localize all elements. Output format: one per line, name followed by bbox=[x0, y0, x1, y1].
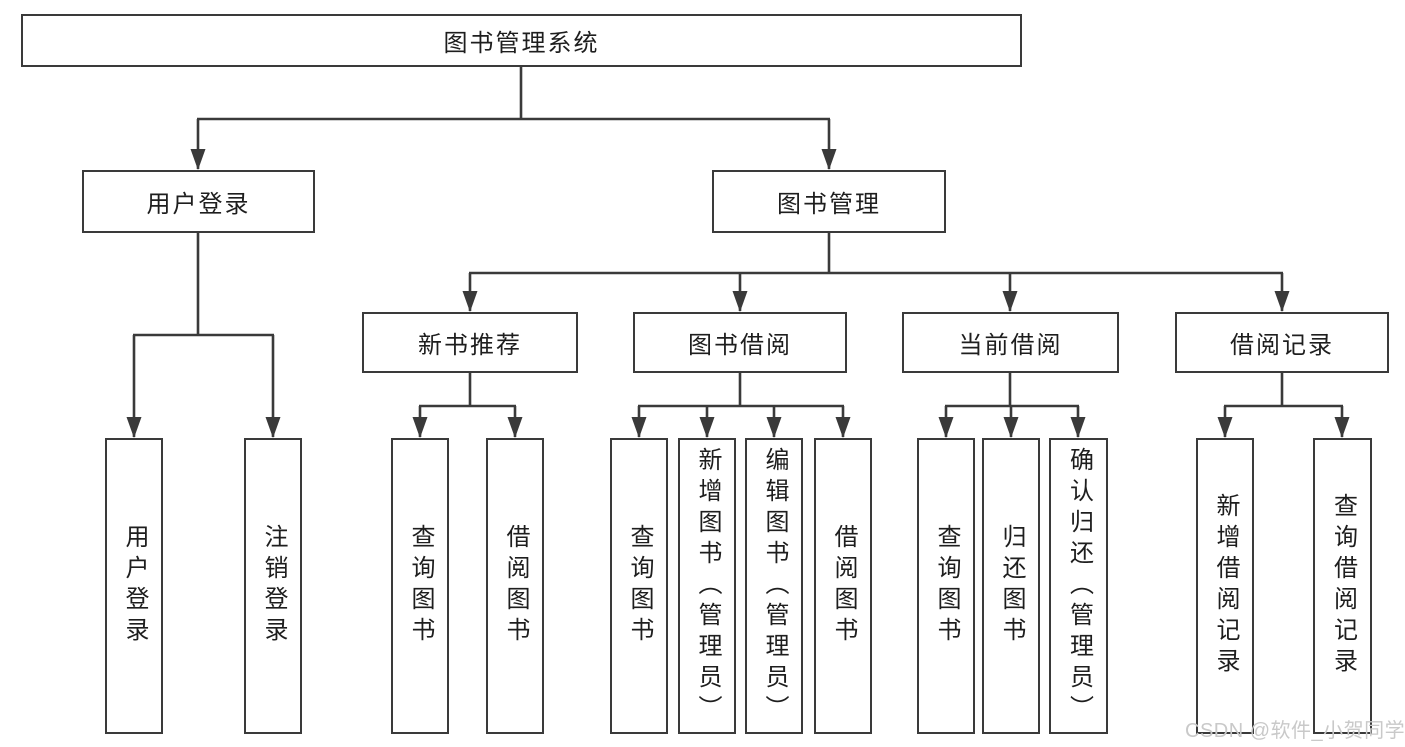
connector-user-login-children bbox=[126, 233, 281, 438]
leaf-user-login-label: 用户登录 bbox=[121, 524, 148, 648]
node-book-management-label: 图书管理 bbox=[777, 191, 881, 218]
leaf-add-books-admin: 新增图书（管理员） bbox=[678, 438, 736, 734]
leaf-edit-books-admin: 编辑图书（管理员） bbox=[745, 438, 803, 734]
connector-book-borrowing-children bbox=[631, 373, 851, 438]
leaf-edit-books-admin-label: 编辑图书（管理员） bbox=[761, 446, 788, 726]
leaf-query-books-recommend-label: 查询图书 bbox=[407, 524, 434, 648]
leaf-borrow-books-borrowing-label: 借阅图书 bbox=[830, 524, 857, 648]
leaf-query-books-recommend: 查询图书 bbox=[391, 438, 449, 734]
leaf-borrow-books-recommend: 借阅图书 bbox=[486, 438, 544, 734]
connector-new-book-children bbox=[412, 373, 523, 438]
leaf-user-login: 用户登录 bbox=[105, 438, 163, 734]
node-book-management: 图书管理 bbox=[712, 170, 946, 233]
watermark: CSDN @软件_小贺同学 bbox=[1185, 720, 1405, 742]
leaf-query-books-current: 查询图书 bbox=[917, 438, 975, 734]
leaf-return-books: 归还图书 bbox=[982, 438, 1040, 734]
leaf-logout: 注销登录 bbox=[244, 438, 302, 734]
node-borrowing-records: 借阅记录 bbox=[1175, 312, 1389, 373]
leaf-query-books-borrowing-label: 查询图书 bbox=[626, 524, 653, 648]
leaf-confirm-return-admin-label: 确认归还（管理员） bbox=[1065, 446, 1093, 726]
node-library-system: 图书管理系统 bbox=[21, 14, 1022, 67]
leaf-return-books-label: 归还图书 bbox=[998, 524, 1025, 648]
node-user-login: 用户登录 bbox=[82, 170, 315, 233]
node-library-system-label: 图书管理系统 bbox=[443, 30, 600, 57]
leaf-query-books-current-label: 查询图书 bbox=[933, 524, 960, 648]
connector-borrowing-records-children bbox=[1217, 373, 1350, 438]
node-new-book-recommendation: 新书推荐 bbox=[362, 312, 578, 373]
leaf-query-borrow-record: 查询借阅记录 bbox=[1313, 438, 1372, 734]
leaf-add-books-admin-label: 新增图书（管理员） bbox=[694, 446, 721, 726]
connector-book-management-sections bbox=[462, 233, 1290, 312]
node-current-borrowing-label: 当前借阅 bbox=[958, 332, 1063, 359]
leaf-add-borrow-record-label: 新增借阅记录 bbox=[1212, 493, 1239, 679]
node-current-borrowing: 当前借阅 bbox=[902, 312, 1119, 373]
leaf-query-books-borrowing: 查询图书 bbox=[610, 438, 668, 734]
node-user-login-label: 用户登录 bbox=[146, 191, 251, 218]
leaf-borrow-books-recommend-label: 借阅图书 bbox=[502, 524, 529, 648]
leaf-logout-label: 注销登录 bbox=[260, 524, 287, 648]
leaf-borrow-books-borrowing: 借阅图书 bbox=[814, 438, 872, 734]
connector-root-to-level2 bbox=[190, 67, 837, 170]
node-new-book-recommendation-label: 新书推荐 bbox=[418, 332, 522, 359]
leaf-query-borrow-record-label: 查询借阅记录 bbox=[1329, 493, 1357, 679]
node-book-borrowing-label: 图书借阅 bbox=[688, 332, 792, 359]
connector-current-borrowing-children bbox=[938, 373, 1086, 438]
node-book-borrowing: 图书借阅 bbox=[633, 312, 847, 373]
leaf-add-borrow-record: 新增借阅记录 bbox=[1196, 438, 1254, 734]
node-borrowing-records-label: 借阅记录 bbox=[1230, 332, 1334, 359]
leaf-confirm-return-admin: 确认归还（管理员） bbox=[1049, 438, 1108, 734]
